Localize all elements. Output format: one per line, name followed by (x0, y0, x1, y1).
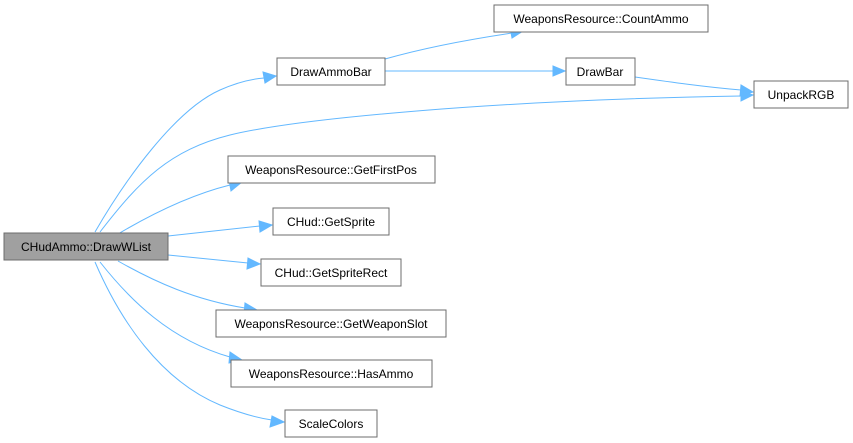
node-unpack-rgb[interactable]: UnpackRGB (753, 80, 849, 109)
edge-drawwlist-unpackrgb (99, 95, 742, 233)
edge-drawwlist-drawammobar (94, 77, 265, 233)
node-draw-ammo-bar[interactable]: DrawAmmoBar (276, 57, 386, 86)
arrowhead-drawammobar (262, 71, 278, 84)
edge-drawwlist-getspriterect (167, 254, 249, 264)
node-draw-ammo-bar-label: DrawAmmoBar (290, 65, 371, 79)
node-count-ammo-label: WeaponsResource::CountAmmo (513, 12, 689, 26)
node-get-weapon-slot[interactable]: WeaponsResource::GetWeaponSlot (215, 309, 447, 338)
edge-drawwlist-getweaponslot (117, 260, 246, 309)
node-get-sprite-label: CHud::GetSprite (287, 215, 375, 229)
arrowhead-getsprite (258, 220, 274, 233)
node-get-first-pos-label: WeaponsResource::GetFirstPos (245, 163, 417, 177)
node-get-sprite[interactable]: CHud::GetSprite (272, 207, 390, 236)
edge-drawwlist-getsprite (167, 225, 261, 237)
edge-drawwlist-hasammo (99, 261, 231, 358)
arrowhead-scalecolors (269, 415, 286, 428)
node-get-sprite-rect-label: CHud::GetSpriteRect (275, 266, 388, 280)
node-get-sprite-rect[interactable]: CHud::GetSpriteRect (260, 258, 402, 287)
node-get-first-pos[interactable]: WeaponsResource::GetFirstPos (227, 155, 436, 184)
node-root[interactable]: CHudAmmo::DrawWList (3, 232, 169, 261)
node-unpack-rgb-label: UnpackRGB (768, 88, 835, 102)
edge-drawammobar-countammo (384, 32, 513, 60)
edge-drawwlist-scalecolors (94, 261, 273, 421)
node-get-weapon-slot-label: WeaponsResource::GetWeaponSlot (234, 317, 428, 331)
node-draw-bar[interactable]: DrawBar (565, 57, 636, 86)
arrowhead-drawbar (552, 65, 567, 77)
node-scale-colors[interactable]: ScaleColors (284, 409, 378, 438)
node-count-ammo[interactable]: WeaponsResource::CountAmmo (493, 4, 709, 33)
arrowhead-unpackrgb-2 (740, 90, 755, 102)
node-root-label: CHudAmmo::DrawWList (21, 240, 152, 254)
node-draw-bar-label: DrawBar (577, 65, 624, 79)
arrowhead-getspriterect (246, 257, 262, 270)
node-scale-colors-label: ScaleColors (299, 417, 364, 431)
edge-drawbar-unpackrgb (634, 76, 742, 91)
node-has-ammo-label: WeaponsResource::HasAmmo (249, 367, 414, 381)
edge-drawwlist-getfirstpos (117, 184, 231, 235)
node-has-ammo[interactable]: WeaponsResource::HasAmmo (230, 359, 433, 388)
